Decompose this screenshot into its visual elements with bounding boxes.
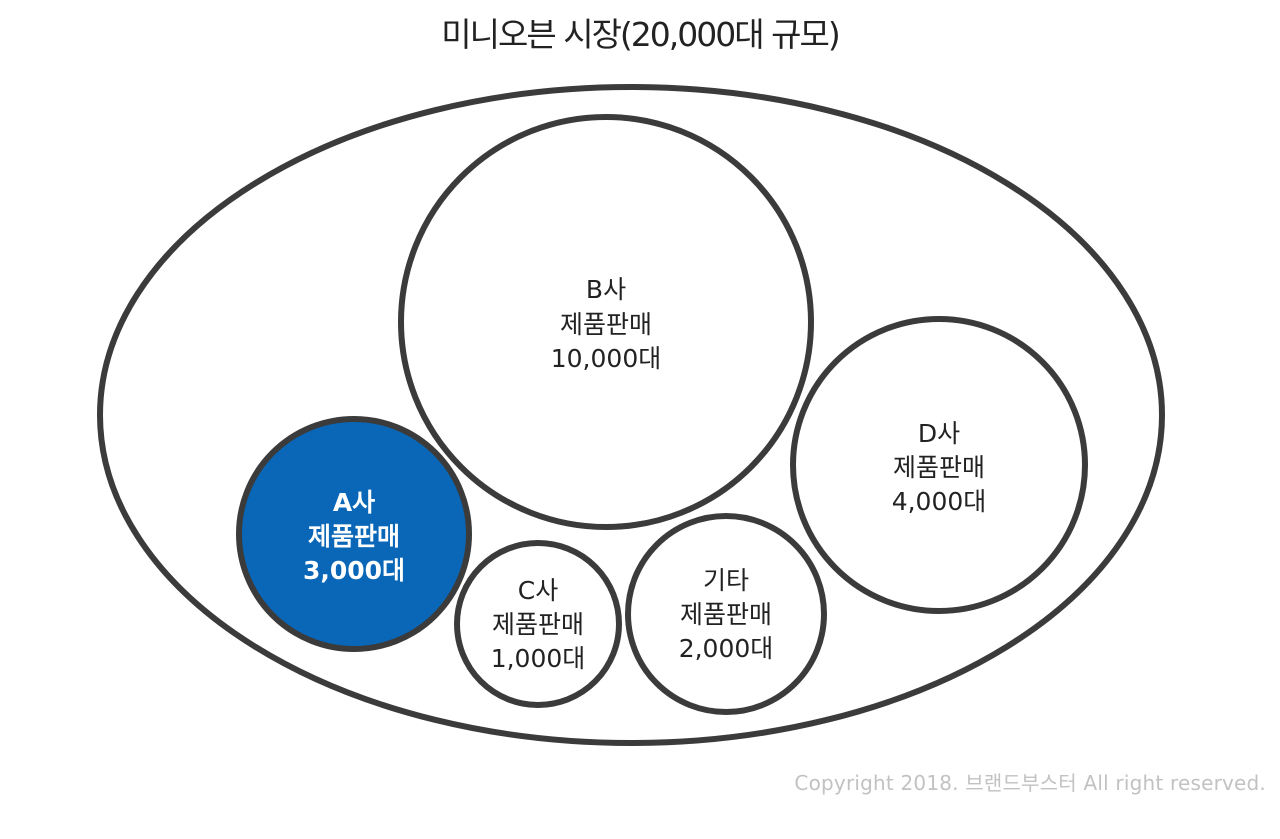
node-a: A사 제품판매 3,000대 <box>236 416 472 652</box>
node-c-label: 제품판매 <box>492 610 584 639</box>
node-a-value: 3,000대 <box>303 556 405 585</box>
node-c-name: C사 <box>518 576 558 605</box>
node-b-circle <box>398 114 814 530</box>
node-a-label: 제품판매 <box>308 522 400 551</box>
node-b: B사 제품판매 10,000대 <box>398 114 814 530</box>
node-b-label: 제품판매 <box>560 310 652 339</box>
node-etc-name: 기타 <box>703 566 749 595</box>
node-etc-label: 제품판매 <box>680 600 772 629</box>
node-a-circle <box>236 416 472 652</box>
node-etc-value: 2,000대 <box>679 634 774 663</box>
node-d: D사 제품판매 4,000대 <box>790 316 1088 614</box>
node-etc-circle <box>625 513 827 715</box>
market-ellipse <box>97 84 1165 746</box>
node-c-value: 1,000대 <box>491 644 586 673</box>
node-b-value: 10,000대 <box>551 344 661 373</box>
node-d-value: 4,000대 <box>892 487 987 516</box>
node-c: C사 제품판매 1,000대 <box>454 540 622 708</box>
node-b-name: B사 <box>586 275 626 304</box>
node-etc: 기타 제품판매 2,000대 <box>625 513 827 715</box>
diagram-title: 미니오븐 시장(20,000대 규모) <box>441 15 840 54</box>
node-d-name: D사 <box>918 419 960 448</box>
node-d-circle <box>790 316 1088 614</box>
node-a-name: A사 <box>333 488 375 517</box>
copyright-notice: Copyright 2018. 브랜드부스터 All right reserve… <box>794 771 1266 795</box>
node-d-label: 제품판매 <box>893 453 985 482</box>
node-c-circle <box>454 540 622 708</box>
